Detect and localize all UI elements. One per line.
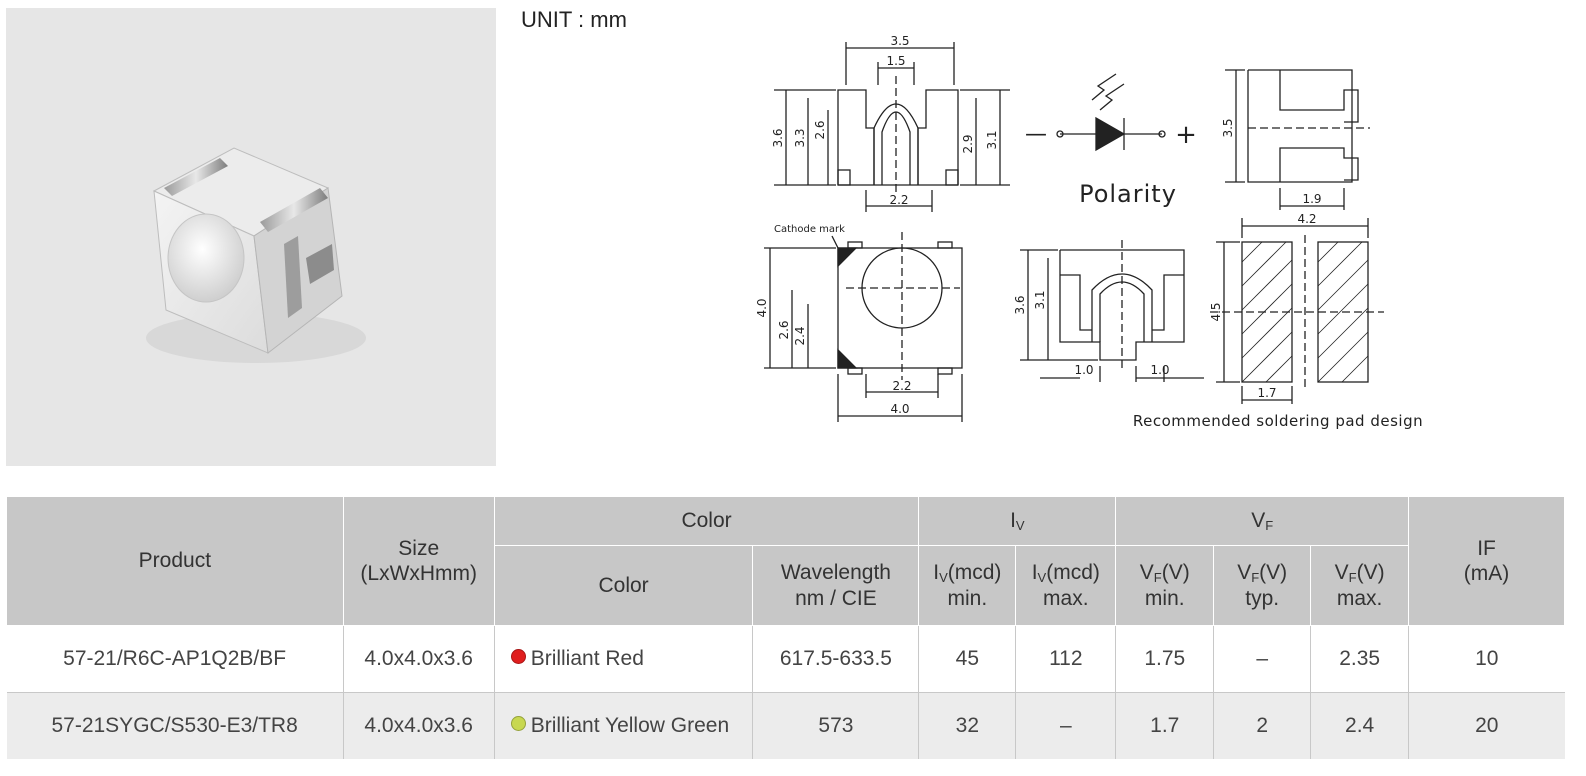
cell-size: 4.0x4.0x3.6 [343, 625, 495, 693]
cell-if: 10 [1408, 625, 1565, 693]
dim-lens-h-inner: 3.1 [1033, 290, 1047, 309]
polarity-symbol [1056, 73, 1166, 152]
table-header-row-1: Product Size (LxWxHmm) Color IV VF IF (m… [6, 496, 1565, 626]
dim-front-h2: 3.3 [793, 128, 807, 147]
table-row: 57-21SYGC/S530-E3/TR8 4.0x4.0x3.6 Brilli… [6, 692, 1565, 759]
unit-label: UNIT : mm [521, 7, 627, 32]
plus-sign: + [1175, 120, 1197, 150]
cell-if: 20 [1408, 692, 1565, 759]
header-color: Color [493, 545, 754, 626]
cell-color: Brilliant Yellow Green [494, 692, 754, 759]
spec-table: Product Size (LxWxHmm) Color IV VF IF (m… [6, 496, 1565, 759]
dim-pad-height: 4.5 [1209, 302, 1223, 321]
dim-front-bottom: 2.2 [889, 193, 908, 207]
dim-front-right-h2: 3.1 [985, 130, 999, 149]
cell-vf-min: 1.7 [1115, 692, 1215, 759]
dim-front-top-inner: 1.5 [886, 54, 905, 68]
cell-product: 57-21/R6C-AP1Q2B/BF [6, 625, 344, 693]
pad-design-caption: Recommended soldering pad design [1133, 412, 1423, 430]
header-vf-min: VF(V)min. [1115, 545, 1215, 626]
header-wavelength: Wavelength nm / CIE [752, 545, 920, 626]
cell-wavelength: 617.5-633.5 [752, 625, 920, 693]
dim-pad-pad-width: 1.7 [1257, 386, 1276, 400]
dim-side-bottom: 1.9 [1302, 192, 1321, 206]
header-iv-max: IV(mcd)max. [1015, 545, 1117, 626]
pad-design [1210, 218, 1384, 404]
color-dot-icon [510, 649, 526, 664]
front-view [774, 42, 1010, 212]
cell-iv-min: 32 [918, 692, 1017, 759]
cell-iv-max: – [1015, 692, 1117, 759]
cell-iv-max: 112 [1015, 625, 1117, 693]
dim-lens-h-total: 3.6 [1013, 295, 1027, 314]
header-vf-max: VF(V)max. [1310, 545, 1410, 626]
cathode-mark-label: Cathode mark [774, 224, 845, 235]
table-header-row-2: Color Wavelength nm / CIE IV(mcd)min. IV… [7, 545, 1565, 626]
cell-iv-min: 45 [918, 625, 1017, 693]
dim-lens-right-pad: 1.0 [1150, 363, 1169, 377]
cell-size: 4.0x4.0x3.6 [343, 692, 495, 759]
led-package-image [146, 147, 366, 363]
cell-vf-typ: 2 [1213, 692, 1312, 759]
cell-product: 57-21SYGC/S530-E3/TR8 [6, 692, 344, 759]
cell-vf-typ: – [1213, 625, 1312, 693]
dim-top-w-total: 4.0 [890, 402, 909, 416]
minus-sign: — [1025, 122, 1047, 147]
header-vf-group: VF [1115, 496, 1410, 546]
dim-front-h1: 3.6 [771, 128, 785, 147]
dim-front-right-h1: 2.9 [961, 134, 975, 153]
header-vf-typ: VF(V)typ. [1213, 545, 1312, 626]
dim-front-h3: 2.6 [813, 120, 827, 139]
header-iv-group: IV [918, 496, 1117, 546]
dim-front-top-width: 3.5 [890, 34, 909, 48]
header-size: Size (LxWxHmm) [342, 496, 495, 626]
dim-pad-width: 4.2 [1297, 212, 1316, 226]
cell-vf-max: 2.35 [1310, 625, 1410, 693]
cell-color: Brilliant Red [494, 625, 754, 693]
dim-lens-left-pad: 1.0 [1074, 363, 1093, 377]
table-row: 57-21/R6C-AP1Q2B/BF 4.0x4.0x3.6 Brillian… [6, 625, 1565, 693]
cell-wavelength: 573 [752, 692, 920, 759]
header-color-group: Color [493, 496, 920, 546]
side-view [1225, 69, 1370, 210]
dim-top-w-inner: 2.2 [892, 379, 911, 393]
dimension-drawing: 3.5 1.5 3.6 3.3 2.6 2.9 3.1 2.2 3.5 1.9 … [755, 34, 1423, 430]
dim-top-h-b: 2.4 [793, 326, 807, 345]
dim-top-h-total: 4.0 [755, 298, 769, 317]
polarity-label: Polarity [1079, 180, 1177, 208]
header-iv-min: IV(mcd)min. [918, 545, 1017, 626]
cell-vf-min: 1.75 [1115, 625, 1215, 693]
product-photo [6, 8, 496, 466]
color-dot-icon [510, 716, 526, 731]
lens-view [1020, 240, 1204, 382]
header-if: IF (mA) [1408, 496, 1565, 626]
dim-side-height: 3.5 [1221, 118, 1235, 137]
cell-vf-max: 2.4 [1310, 692, 1410, 759]
header-product: Product [6, 496, 344, 626]
dim-top-h-a: 2.6 [777, 320, 791, 339]
top-view [764, 232, 963, 422]
